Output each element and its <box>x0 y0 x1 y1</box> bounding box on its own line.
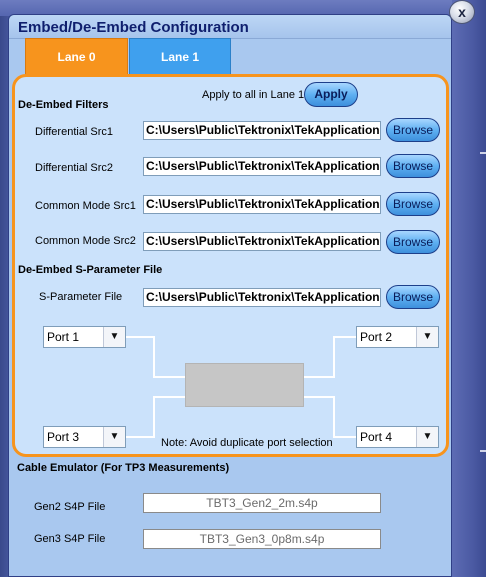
port2-select[interactable]: Port 2 ▼ <box>356 326 439 348</box>
port1-connector <box>153 336 155 378</box>
cm-src2-label: Common Mode Src2 <box>35 235 136 247</box>
port4-connector <box>333 436 357 438</box>
chevron-down-icon[interactable]: ▼ <box>103 427 125 447</box>
port1-connector <box>153 376 185 378</box>
port1-value: Port 1 <box>47 330 80 344</box>
gen2-s4p-field[interactable]: TBT3_Gen2_2m.s4p <box>143 493 381 513</box>
gen3-s4p-field[interactable]: TBT3_Gen3_0p8m.s4p <box>143 529 381 549</box>
sparam-field[interactable]: C:\Users\Public\Tektronix\TekApplication… <box>143 288 381 307</box>
dut-box <box>185 363 304 407</box>
apply-button[interactable]: Apply <box>304 82 358 107</box>
port3-connector <box>153 396 155 438</box>
cm-src2-field[interactable]: C:\Users\Public\Tektronix\TekApplication… <box>143 232 381 251</box>
deembed-filters-heading: De-Embed Filters <box>18 99 109 111</box>
side-mark <box>480 152 486 154</box>
port3-connector <box>126 436 154 438</box>
chevron-down-icon[interactable]: ▼ <box>416 427 438 447</box>
port2-connector <box>333 336 335 378</box>
tab-lane-0[interactable]: Lane 0 <box>25 38 128 75</box>
port1-select[interactable]: Port 1 ▼ <box>43 326 126 348</box>
gen2-label: Gen2 S4P File <box>34 501 106 513</box>
close-icon: x <box>458 4 466 20</box>
port2-connector <box>333 336 357 338</box>
port4-connector <box>333 396 335 438</box>
cm-src1-field[interactable]: C:\Users\Public\Tektronix\TekApplication… <box>143 195 381 214</box>
chevron-down-icon[interactable]: ▼ <box>103 327 125 347</box>
cm-src1-label: Common Mode Src1 <box>35 200 136 212</box>
diff-src2-field[interactable]: C:\Users\Public\Tektronix\TekApplication… <box>143 157 381 176</box>
tab-lane-1[interactable]: Lane 1 <box>129 38 231 75</box>
port4-value: Port 4 <box>360 430 393 444</box>
chevron-down-icon[interactable]: ▼ <box>416 327 438 347</box>
sparam-label: S-Parameter File <box>39 291 123 303</box>
diff-src2-browse-button[interactable]: Browse <box>386 154 440 178</box>
sparam-browse-button[interactable]: Browse <box>386 285 440 309</box>
port4-connector <box>304 396 335 398</box>
side-mark <box>480 450 486 452</box>
dialog-title: Embed/De-Embed Configuration <box>9 15 451 39</box>
port1-connector <box>126 336 154 338</box>
port2-connector <box>304 376 335 378</box>
diff-src1-field[interactable]: C:\Users\Public\Tektronix\TekApplication… <box>143 121 381 140</box>
port3-select[interactable]: Port 3 ▼ <box>43 426 126 448</box>
window-top-edge <box>0 0 486 16</box>
cm-src2-browse-button[interactable]: Browse <box>386 230 440 254</box>
diff-src1-browse-button[interactable]: Browse <box>386 118 440 142</box>
diff-src1-label: Differential Src1 <box>35 126 114 138</box>
port4-select[interactable]: Port 4 ▼ <box>356 426 439 448</box>
port3-connector <box>153 396 185 398</box>
side-window-strip <box>452 0 486 577</box>
close-button[interactable]: x <box>449 0 475 24</box>
cm-src1-browse-button[interactable]: Browse <box>386 192 440 216</box>
duplicate-port-note: Note: Avoid duplicate port selection <box>161 437 333 449</box>
gen3-label: Gen3 S4P File <box>34 533 106 545</box>
port3-value: Port 3 <box>47 430 80 444</box>
diff-src2-label: Differential Src2 <box>35 162 114 174</box>
apply-all-label: Apply to all in Lane 1 <box>202 89 305 101</box>
sparam-heading: De-Embed S-Parameter File <box>18 264 163 276</box>
port2-value: Port 2 <box>360 330 393 344</box>
cable-emulator-heading: Cable Emulator (For TP3 Measurements) <box>17 462 230 474</box>
